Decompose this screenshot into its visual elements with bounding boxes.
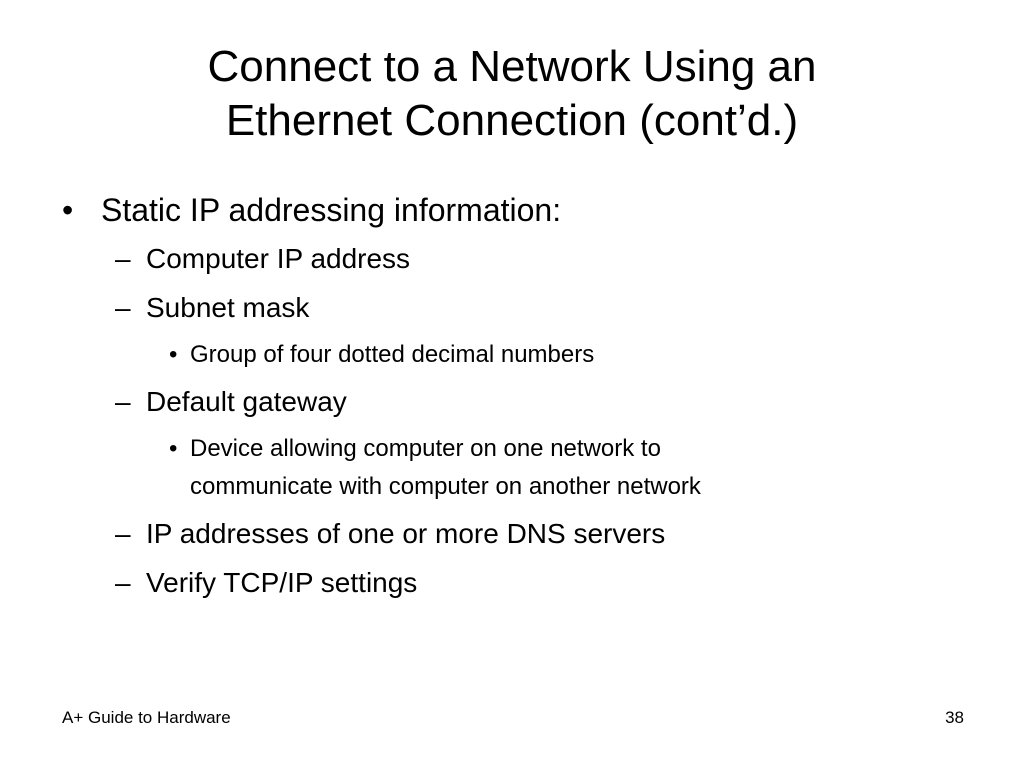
slide-number: 38 [945, 708, 964, 727]
sub-sub-bullet-marker: • [169, 435, 178, 462]
sub-sub-bullet-marker: • [169, 341, 178, 368]
sub-bullet-marker: – [115, 567, 131, 598]
sub-bullet-marker: – [115, 518, 131, 549]
sub-bullet-marker: – [115, 386, 131, 417]
slide-title-line-2: Ethernet Connection (cont’d.) [225, 96, 799, 145]
footer-book-title: A+ Guide to Hardware [62, 708, 231, 727]
sub-sub-bullet-text-line-2: communicate with computer on another net… [190, 473, 701, 500]
slide-title-line-1: Connect to a Network Using an [207, 42, 817, 91]
sub-sub-bullet-text-line-1: Device allowing computer on one network … [190, 435, 661, 462]
sub-bullet-marker: – [115, 292, 131, 323]
bullet-marker: • [62, 192, 74, 228]
sub-bullet-marker: – [115, 243, 131, 274]
sub-bullet-text: Verify TCP/IP settings [146, 567, 418, 598]
sub-bullet-text: Computer IP address [146, 243, 411, 274]
sub-bullet-text: Subnet mask [146, 292, 310, 323]
bullet-text: Static IP addressing information: [101, 192, 562, 228]
slide-title: Connect to a Network Using an Ethernet C… [60, 40, 964, 148]
sub-bullet-text: Default gateway [146, 386, 347, 417]
sub-sub-bullet-text: Group of four dotted decimal numbers [190, 341, 595, 368]
sub-bullet-text: IP addresses of one or more DNS servers [146, 518, 666, 549]
